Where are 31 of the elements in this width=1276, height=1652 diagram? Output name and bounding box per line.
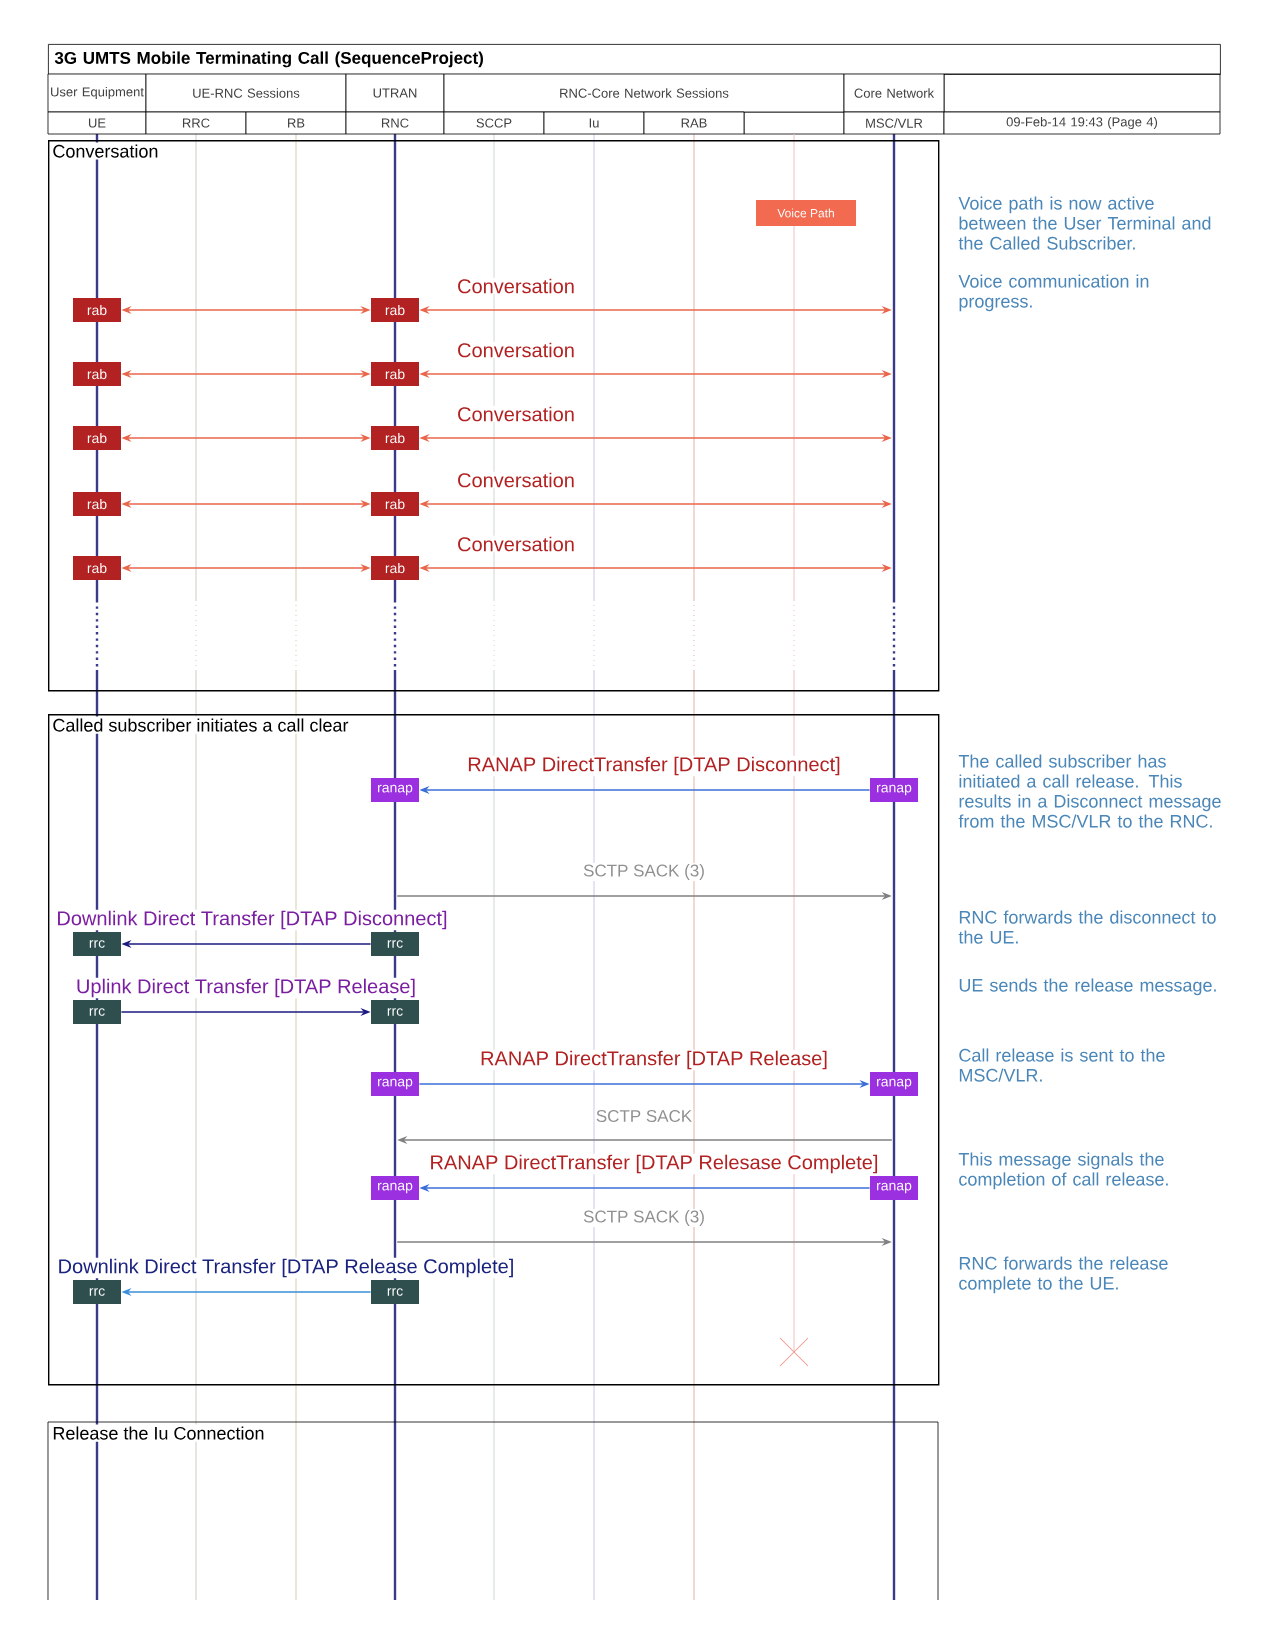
edge-label: RANAP DirectTransfer [DTAP Relesase Complete] [428, 1153, 880, 1175]
edge-label: SCTP SACK [594, 1109, 694, 1124]
node-label: Release the Iu Connection [53, 1426, 264, 1440]
edge-label: Conversation [456, 535, 576, 553]
section-frame: Release the Iu Connection [47, 1421, 939, 1601]
note-text: The called subscriber has initiated a call release. This results in a Disconnect message from the MSC/VLR to the RNC. [958, 754, 1221, 828]
edge-label: RANAP DirectTransfer [DTAP Disconnect] [466, 755, 842, 777]
edge-label: Conversation [456, 341, 576, 359]
edge-label: Uplink Direct Transfer [DTAP Release] [74, 977, 418, 999]
note-text: This message signals the completion of call release. [958, 1152, 1168, 1190]
lifeline [195, 133, 197, 1601]
lifeline [693, 133, 695, 1601]
lifeline [393, 132, 397, 1602]
edge-label: Conversation [456, 405, 576, 423]
edge-label: Downlink Direct Transfer [DTAP Release Complete] [56, 1257, 516, 1279]
note-text: RNC forwards the disconnect to the UE. [958, 910, 1216, 944]
lifeline [793, 133, 795, 1353]
lifeline [295, 133, 297, 1601]
note-text: RNC forwards the release complete to the UE. [959, 1256, 1168, 1294]
note-text: Call release is sent to the MSC/VLR. [959, 1048, 1165, 1082]
edge-label: Conversation [456, 277, 576, 295]
edge-label: Downlink Direct Transfer [DTAP Disconnect] [55, 909, 449, 931]
note-text: Voice path is now active between the User Terminal and the Called Subscriber. [958, 196, 1211, 250]
edge-label: SCTP SACK (3) [582, 863, 706, 881]
lifeline [892, 132, 896, 1602]
edge-label: SCTP SACK (3) [582, 1209, 706, 1227]
lifeline [95, 132, 99, 1602]
note-text: Voice communication in progress. [958, 274, 1149, 312]
edge-label: Conversation [456, 471, 576, 489]
edge-label: RANAP DirectTransfer [DTAP Release] [479, 1049, 829, 1071]
note-text: UE sends the release message. [959, 978, 1216, 996]
